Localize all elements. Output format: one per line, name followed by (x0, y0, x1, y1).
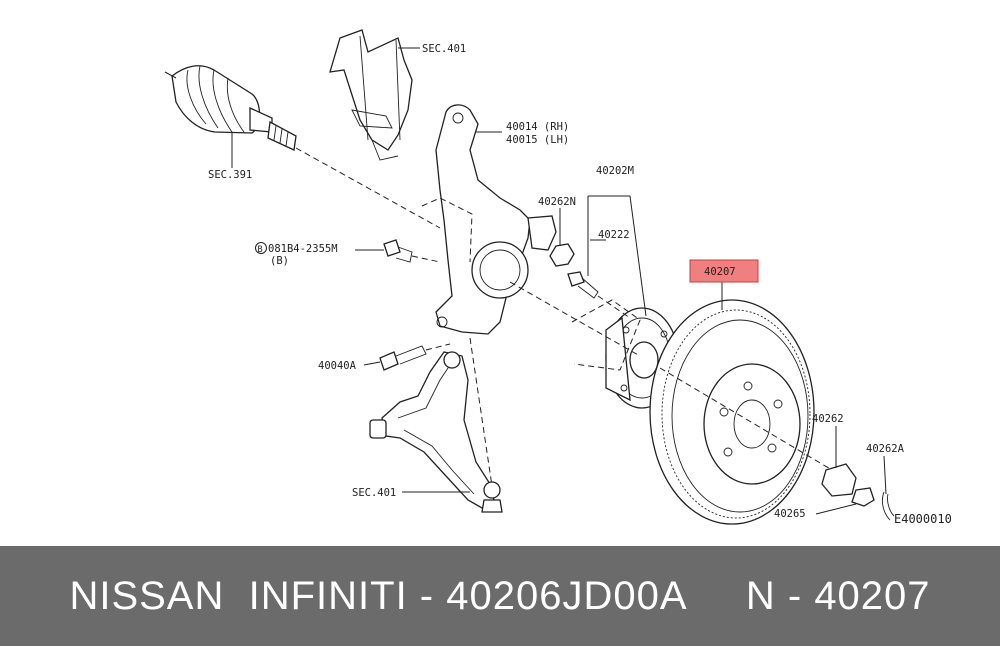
label-40015: 40015 (LH) (506, 134, 569, 146)
label-081b4: 081B4-2355M (268, 243, 338, 255)
small-parts (379, 239, 895, 521)
bolt-class-marker (255, 242, 267, 254)
label-40265: 40265 (774, 508, 806, 520)
footer-text: NISSAN INFINITI - 40206JD00A N - 40207 (69, 573, 931, 618)
hub-bearing (605, 307, 679, 409)
strut-bracket (329, 29, 420, 161)
part-labels: SEC.401 SEC.391 40014 (RH) 40015 (LH) 40… (208, 43, 952, 526)
steering-knuckle (435, 104, 557, 335)
label-bolt-class: B (258, 245, 263, 255)
parts-diagram: SEC.401 SEC.391 40014 (RH) 40015 (LH) 40… (164, 29, 952, 526)
label-sec401-top: SEC.401 (422, 43, 466, 55)
drive-shaft (164, 65, 297, 168)
label-40262: 40262 (812, 413, 844, 425)
label-diagram-code: E4000010 (894, 512, 952, 526)
label-40040a: 40040A (318, 360, 357, 372)
label-40202m: 40202M (596, 165, 634, 177)
alignment-lines (295, 147, 833, 487)
highlight-box (689, 259, 759, 283)
footer-bar: NISSAN INFINITI - 40206JD00A N - 40207 (0, 546, 1000, 646)
label-40014: 40014 (RH) (506, 121, 569, 133)
label-sec391: SEC.391 (208, 169, 252, 181)
label-40222: 40222 (598, 229, 630, 241)
label-40262n: 40262N (538, 196, 576, 208)
lower-control-arm (369, 351, 503, 513)
label-sec401-bottom: SEC.401 (352, 487, 396, 499)
label-40262a: 40262A (866, 443, 905, 455)
label-081b4-sub: (B) (270, 255, 289, 267)
label-40207: 40207 (704, 266, 736, 278)
brake-rotor (649, 299, 815, 525)
leader-lines (355, 195, 887, 515)
